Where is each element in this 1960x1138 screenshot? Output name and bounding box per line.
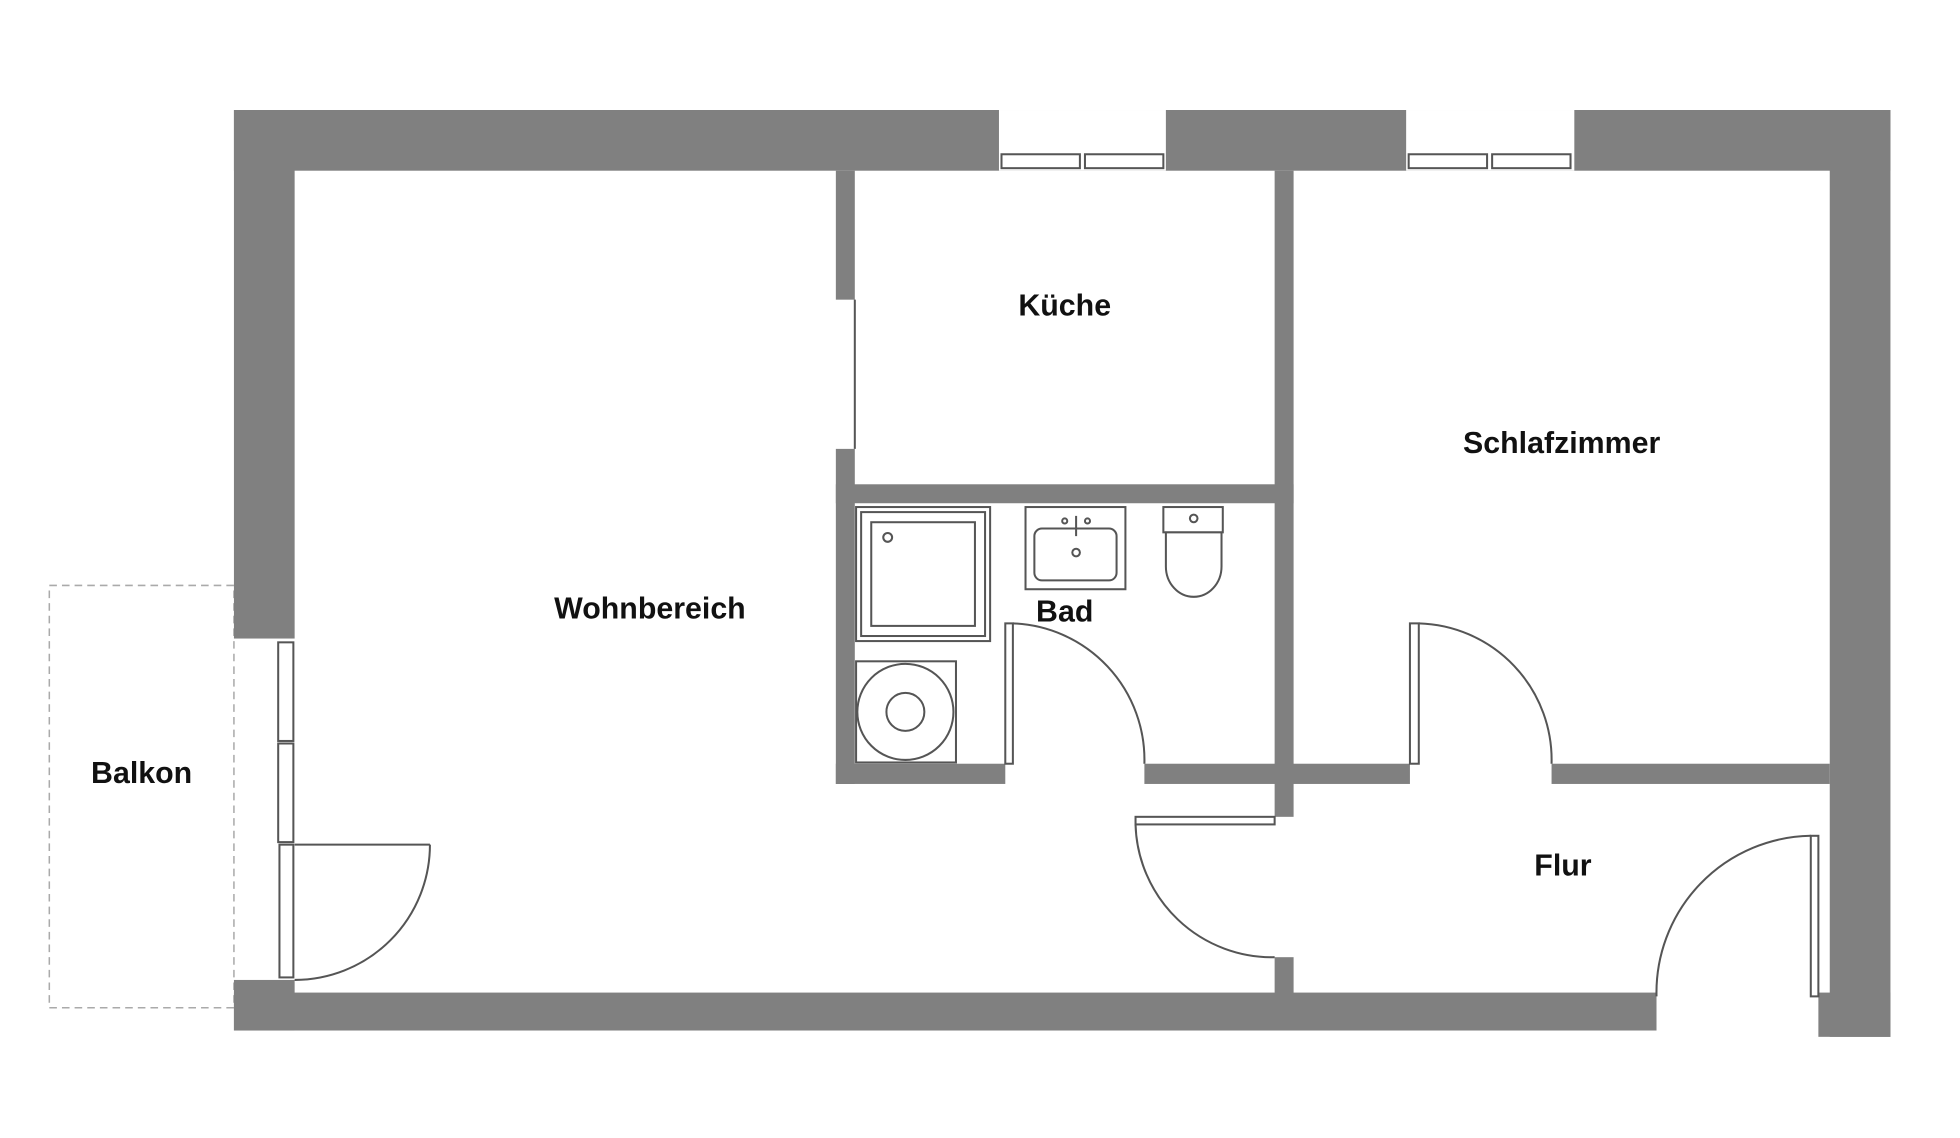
window-bedroom [1406, 110, 1575, 171]
interior-walls [835, 170, 1830, 996]
window-kitchen [998, 110, 1166, 171]
room-label-bedroom: Schlafzimmer [1463, 427, 1660, 460]
toilet-icon [1162, 506, 1224, 598]
washing-machine-icon [855, 660, 957, 764]
entrance-door [1655, 834, 1820, 998]
hallway-door [1134, 815, 1276, 959]
balcony-outline [48, 584, 235, 1009]
room-label-balcony: Balkon [91, 757, 192, 790]
balcony-door [277, 641, 431, 981]
room-label-kitchen: Küche [1018, 289, 1111, 322]
shower-icon [855, 506, 992, 643]
room-label-living: Wohnbereich [554, 593, 746, 626]
room-label-hallway: Flur [1534, 849, 1591, 882]
room-label-bath: Bad [1036, 595, 1093, 628]
sink-icon [1024, 506, 1127, 591]
bedroom-door [1408, 622, 1553, 765]
bath-door [1004, 622, 1146, 765]
